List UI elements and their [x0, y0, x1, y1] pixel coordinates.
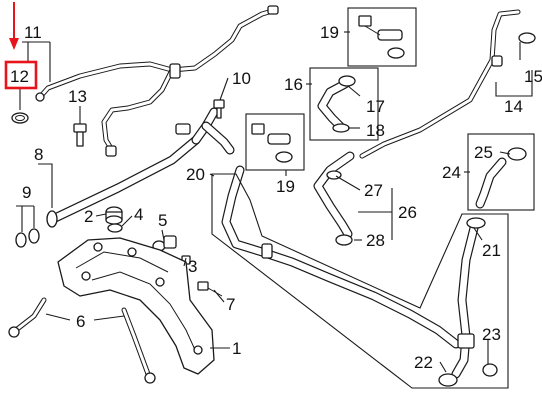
- highlight-part-12: [4, 2, 38, 90]
- callout-5: 5: [158, 211, 167, 230]
- callout-10: 10: [232, 69, 251, 88]
- part-long-hose-20: [221, 165, 461, 349]
- part-o-rings-9: [15, 228, 40, 248]
- callout-27: 27: [364, 181, 383, 200]
- callout-22: 22: [414, 353, 433, 372]
- callout-23: 23: [482, 325, 501, 344]
- part-fitting-19-mid: [251, 123, 293, 163]
- group-leader-lines: [16, 31, 533, 373]
- part-right-coolant-pipe: [359, 9, 536, 159]
- part-bolt-7: [197, 281, 223, 297]
- part-bracket-6: [8, 297, 156, 384]
- callout-13: 13: [68, 87, 87, 106]
- box-19-mid: [245, 113, 305, 171]
- callout-3: 3: [188, 257, 197, 276]
- callout-2: 2: [84, 207, 93, 226]
- part-elbow-hose-24: [475, 147, 527, 209]
- callout-6: 6: [76, 312, 85, 331]
- part-hose-26: [313, 151, 355, 246]
- callout-14: 14: [504, 97, 523, 116]
- part-lower-coolant-pipe: [46, 123, 201, 228]
- callout-28: 28: [366, 231, 385, 250]
- callout-15: 15: [524, 67, 542, 86]
- callout-17: 17: [366, 97, 385, 116]
- part-vertical-hose-21: [438, 217, 498, 387]
- box-20: [211, 173, 509, 389]
- box-16: [309, 67, 379, 141]
- callout-8: 8: [34, 145, 43, 164]
- box-19-top: [347, 7, 417, 67]
- callout-19-mid: 19: [276, 177, 295, 196]
- part-cap-2: [105, 206, 123, 225]
- callout-16: 16: [284, 75, 303, 94]
- callout-18: 18: [366, 121, 385, 140]
- callout-12: 12: [10, 67, 29, 86]
- callout-24: 24: [442, 163, 461, 182]
- callout-11: 11: [24, 23, 42, 42]
- callout-26: 26: [398, 203, 417, 222]
- part-washer-4: [107, 223, 123, 233]
- part-upper-coolant-pipe: [35, 5, 279, 157]
- part-coolant-housing: [57, 237, 215, 375]
- group-callout-numbers: 1 2 3 4 5 6 7 8 9 10 11 12 13 14 15 16 1…: [10, 23, 542, 372]
- part-o-ring-12: [11, 112, 29, 124]
- callout-7: 7: [226, 295, 235, 314]
- callout-25: 25: [474, 143, 493, 162]
- part-bolt-13: [73, 123, 87, 147]
- callout-20: 20: [186, 165, 205, 184]
- part-fitting-19-top: [358, 15, 405, 59]
- callout-9: 9: [22, 183, 31, 202]
- callout-1: 1: [232, 339, 241, 358]
- part-t-fitting-10: [191, 99, 235, 155]
- callout-21: 21: [482, 241, 501, 260]
- callout-4: 4: [134, 205, 143, 224]
- part-short-hose-16: [317, 75, 356, 133]
- callout-19-top: 19: [320, 23, 339, 42]
